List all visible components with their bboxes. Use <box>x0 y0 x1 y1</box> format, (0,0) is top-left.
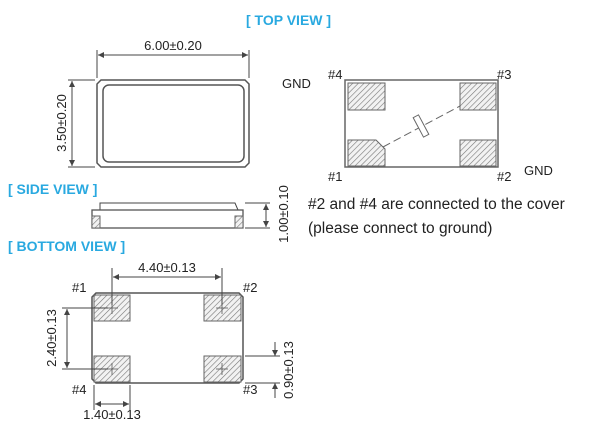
note-line-2: (please connect to ground) <box>308 220 492 237</box>
top-pin-2-label: #2 <box>497 169 511 184</box>
bottom-view-title: [ BOTTOM VIEW ] <box>8 238 125 254</box>
height-dimension: 1.00±0.10 <box>276 185 291 243</box>
pad-pitch-y-dimension: 2.40±0.13 <box>44 309 59 367</box>
length-dimension: 6.00±0.20 <box>144 38 202 53</box>
bottom-pin-4-label: #4 <box>72 382 86 397</box>
bottom-pin-2-label: #2 <box>243 280 257 295</box>
top-view-title: [ TOP VIEW ] <box>246 12 331 28</box>
side-view-title: [ SIDE VIEW ] <box>8 181 97 197</box>
bottom-pin-3-label: #3 <box>243 382 257 397</box>
bottom-pin-1-label: #1 <box>72 280 86 295</box>
gnd-label-pin4: GND <box>282 76 311 91</box>
width-dimension: 3.50±0.20 <box>54 94 69 152</box>
gnd-label-pin2: GND <box>524 163 553 178</box>
crystal-symbol <box>412 114 430 138</box>
pad-width-dimension: 1.40±0.13 <box>83 407 141 422</box>
top-view-outline <box>68 50 250 168</box>
pad-height-dimension: 0.90±0.13 <box>281 341 296 399</box>
side-view-outline <box>91 202 270 229</box>
top-pin-3-label: #3 <box>497 67 511 82</box>
bottom-view-outline <box>62 268 280 410</box>
pinout-diagram <box>344 79 499 168</box>
pad-pitch-x-dimension: 4.40±0.13 <box>138 260 196 275</box>
top-pin-1-label: #1 <box>328 169 342 184</box>
note-line-1: #2 and #4 are connected to the cover <box>308 196 565 213</box>
top-pin-4-label: #4 <box>328 67 342 82</box>
